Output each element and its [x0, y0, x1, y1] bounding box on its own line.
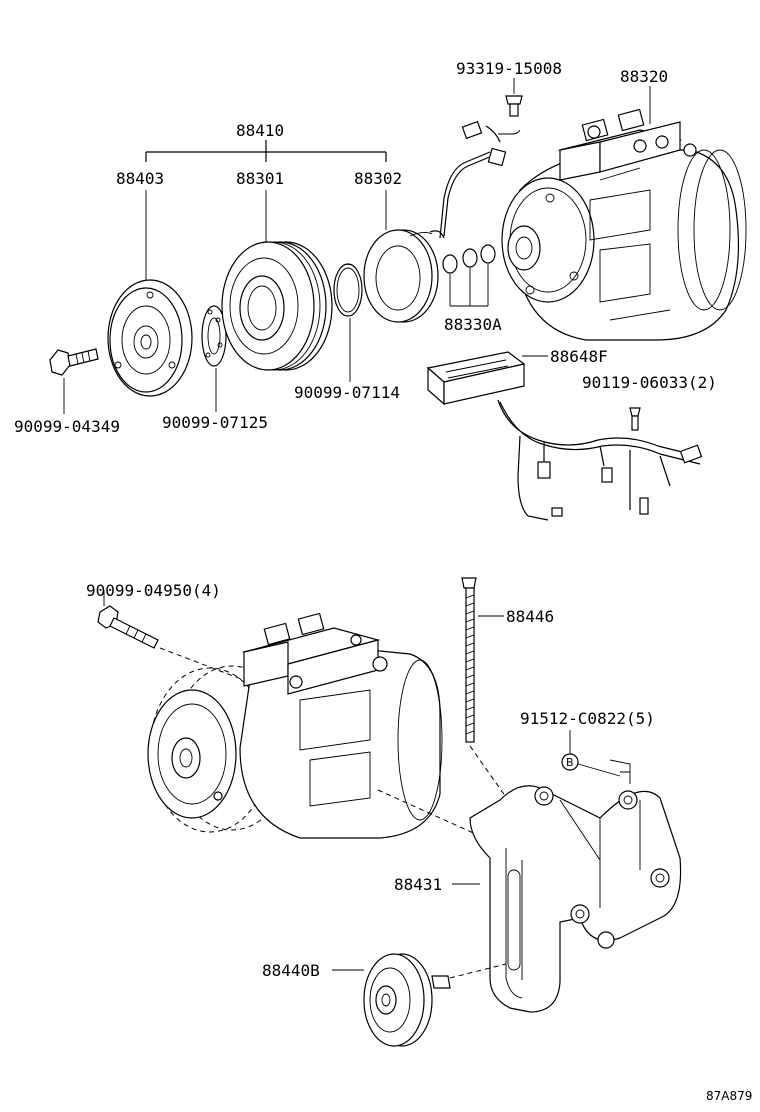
label-88410: 88410	[236, 121, 284, 140]
group-bracket-88410	[145, 140, 387, 162]
stud-bolt-88446	[461, 577, 477, 743]
snap-ring-90099-07114	[333, 263, 363, 317]
coil-wire-harness	[439, 120, 521, 239]
label-88320: 88320	[620, 67, 668, 86]
bolt-90119-06033	[629, 407, 641, 431]
label-88446: 88446	[506, 607, 554, 626]
svg-text:B: B	[566, 756, 574, 769]
leader-marker-b	[577, 763, 621, 777]
marker-b: B	[561, 753, 579, 771]
compressor-mounted	[147, 612, 443, 839]
dash-line-stud-to-bracket	[469, 745, 509, 801]
figure-code: 87A879	[706, 1089, 752, 1103]
pulley-88301	[221, 241, 333, 371]
label-90099-07125: 90099-07125	[162, 413, 268, 432]
label-93319-15008: 93319-15008	[456, 59, 562, 78]
label-88648F: 88648F	[550, 347, 608, 366]
label-91512-C0822: 91512-C0822(5)	[520, 709, 655, 728]
label-88431: 88431	[394, 875, 442, 894]
label-90099-07114: 90099-07114	[294, 383, 400, 402]
label-88301: 88301	[236, 169, 284, 188]
bolt-93319-15008	[505, 78, 523, 117]
bracket-88431	[469, 759, 682, 1013]
label-88440B: 88440B	[262, 961, 320, 980]
label-88403: 88403	[116, 169, 164, 188]
idler-pulley-88440B	[363, 953, 451, 1047]
shim-90099-07125	[201, 305, 227, 367]
label-90099-04950: 90099-04950(4)	[86, 581, 221, 600]
harness-88648F	[426, 351, 703, 521]
bolt-90099-04349	[49, 348, 99, 376]
shims-88330A	[442, 244, 496, 307]
label-90119-06033: 90119-06033(2)	[582, 373, 717, 392]
clutch-hub-88403	[107, 279, 193, 397]
bolt-90099-04950	[97, 605, 159, 649]
dash-line-compressor-to-bracket	[377, 789, 481, 837]
label-90099-04349: 90099-04349	[14, 417, 120, 436]
field-coil-88302	[363, 229, 445, 323]
label-88302: 88302	[354, 169, 402, 188]
label-88330A: 88330A	[444, 315, 502, 334]
dash-line-pulley-to-bracket	[449, 963, 507, 979]
compressor-88320	[501, 108, 747, 341]
